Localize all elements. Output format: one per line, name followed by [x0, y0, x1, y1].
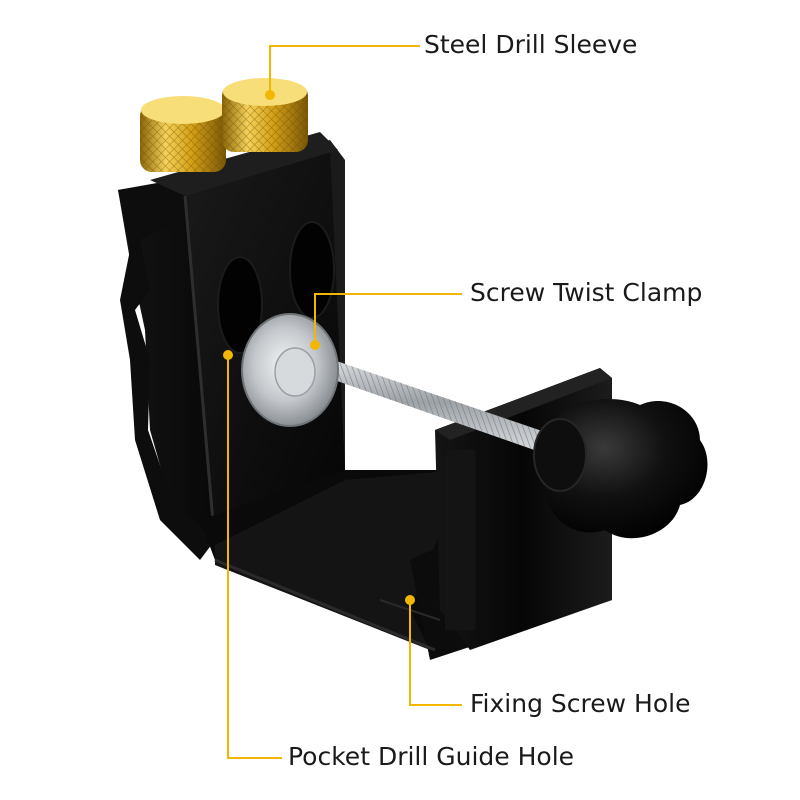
leader-fixing-screw-hole	[409, 600, 462, 706]
leader-screw-twist-clamp	[314, 293, 462, 345]
label-pocket-drill-guide-hole: Pocket Drill Guide Hole	[288, 742, 575, 771]
label-screw-twist-clamp: Screw Twist Clamp	[470, 278, 703, 307]
dot-pocket-drill-guide-hole	[223, 350, 233, 360]
steel-drill-sleeves	[140, 78, 308, 172]
leader-steel-drill-sleeve	[269, 45, 420, 95]
callout-dots	[223, 90, 415, 605]
clamp-knob	[533, 399, 708, 539]
pocket-drill-guide-hole-left	[217, 256, 263, 354]
leader-pocket-drill-guide-hole	[227, 355, 282, 759]
screw-twist-clamp	[241, 313, 545, 452]
label-fixing-screw-hole: Fixing Screw Hole	[470, 689, 691, 718]
pocket-drill-guide-hole-right	[289, 221, 335, 319]
dot-steel-drill-sleeve	[265, 90, 275, 100]
dot-screw-twist-clamp	[310, 340, 320, 350]
callout-lines	[227, 45, 462, 759]
dot-fixing-screw-hole	[405, 595, 415, 605]
label-steel-drill-sleeve: Steel Drill Sleeve	[424, 30, 638, 59]
